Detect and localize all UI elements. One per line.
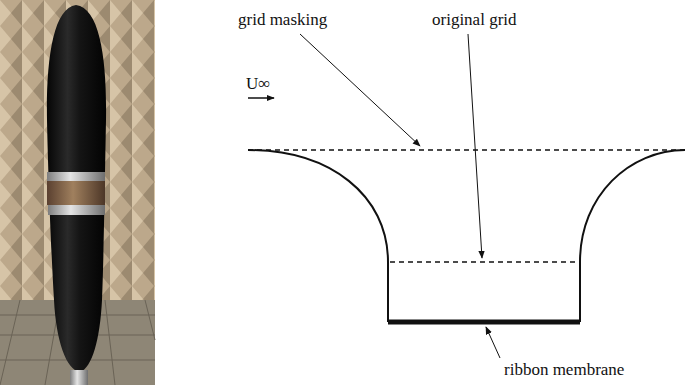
flow-arrow <box>248 97 274 99</box>
ribbon-membrane <box>388 320 580 325</box>
part-label: U∞ <box>246 74 270 94</box>
part-label: original grid <box>432 10 517 30</box>
grid-masking-line <box>248 149 685 151</box>
cavity-wall <box>248 150 388 322</box>
part-label: ribbon membrane <box>504 360 624 380</box>
leader-line <box>300 34 420 146</box>
part-label: grid masking <box>238 10 327 30</box>
leader-line <box>486 327 500 358</box>
leader-line <box>468 34 482 258</box>
cross-section <box>248 34 685 358</box>
original-grid-line <box>390 261 578 263</box>
probe-photo <box>0 0 155 385</box>
cavity-wall <box>580 150 685 322</box>
